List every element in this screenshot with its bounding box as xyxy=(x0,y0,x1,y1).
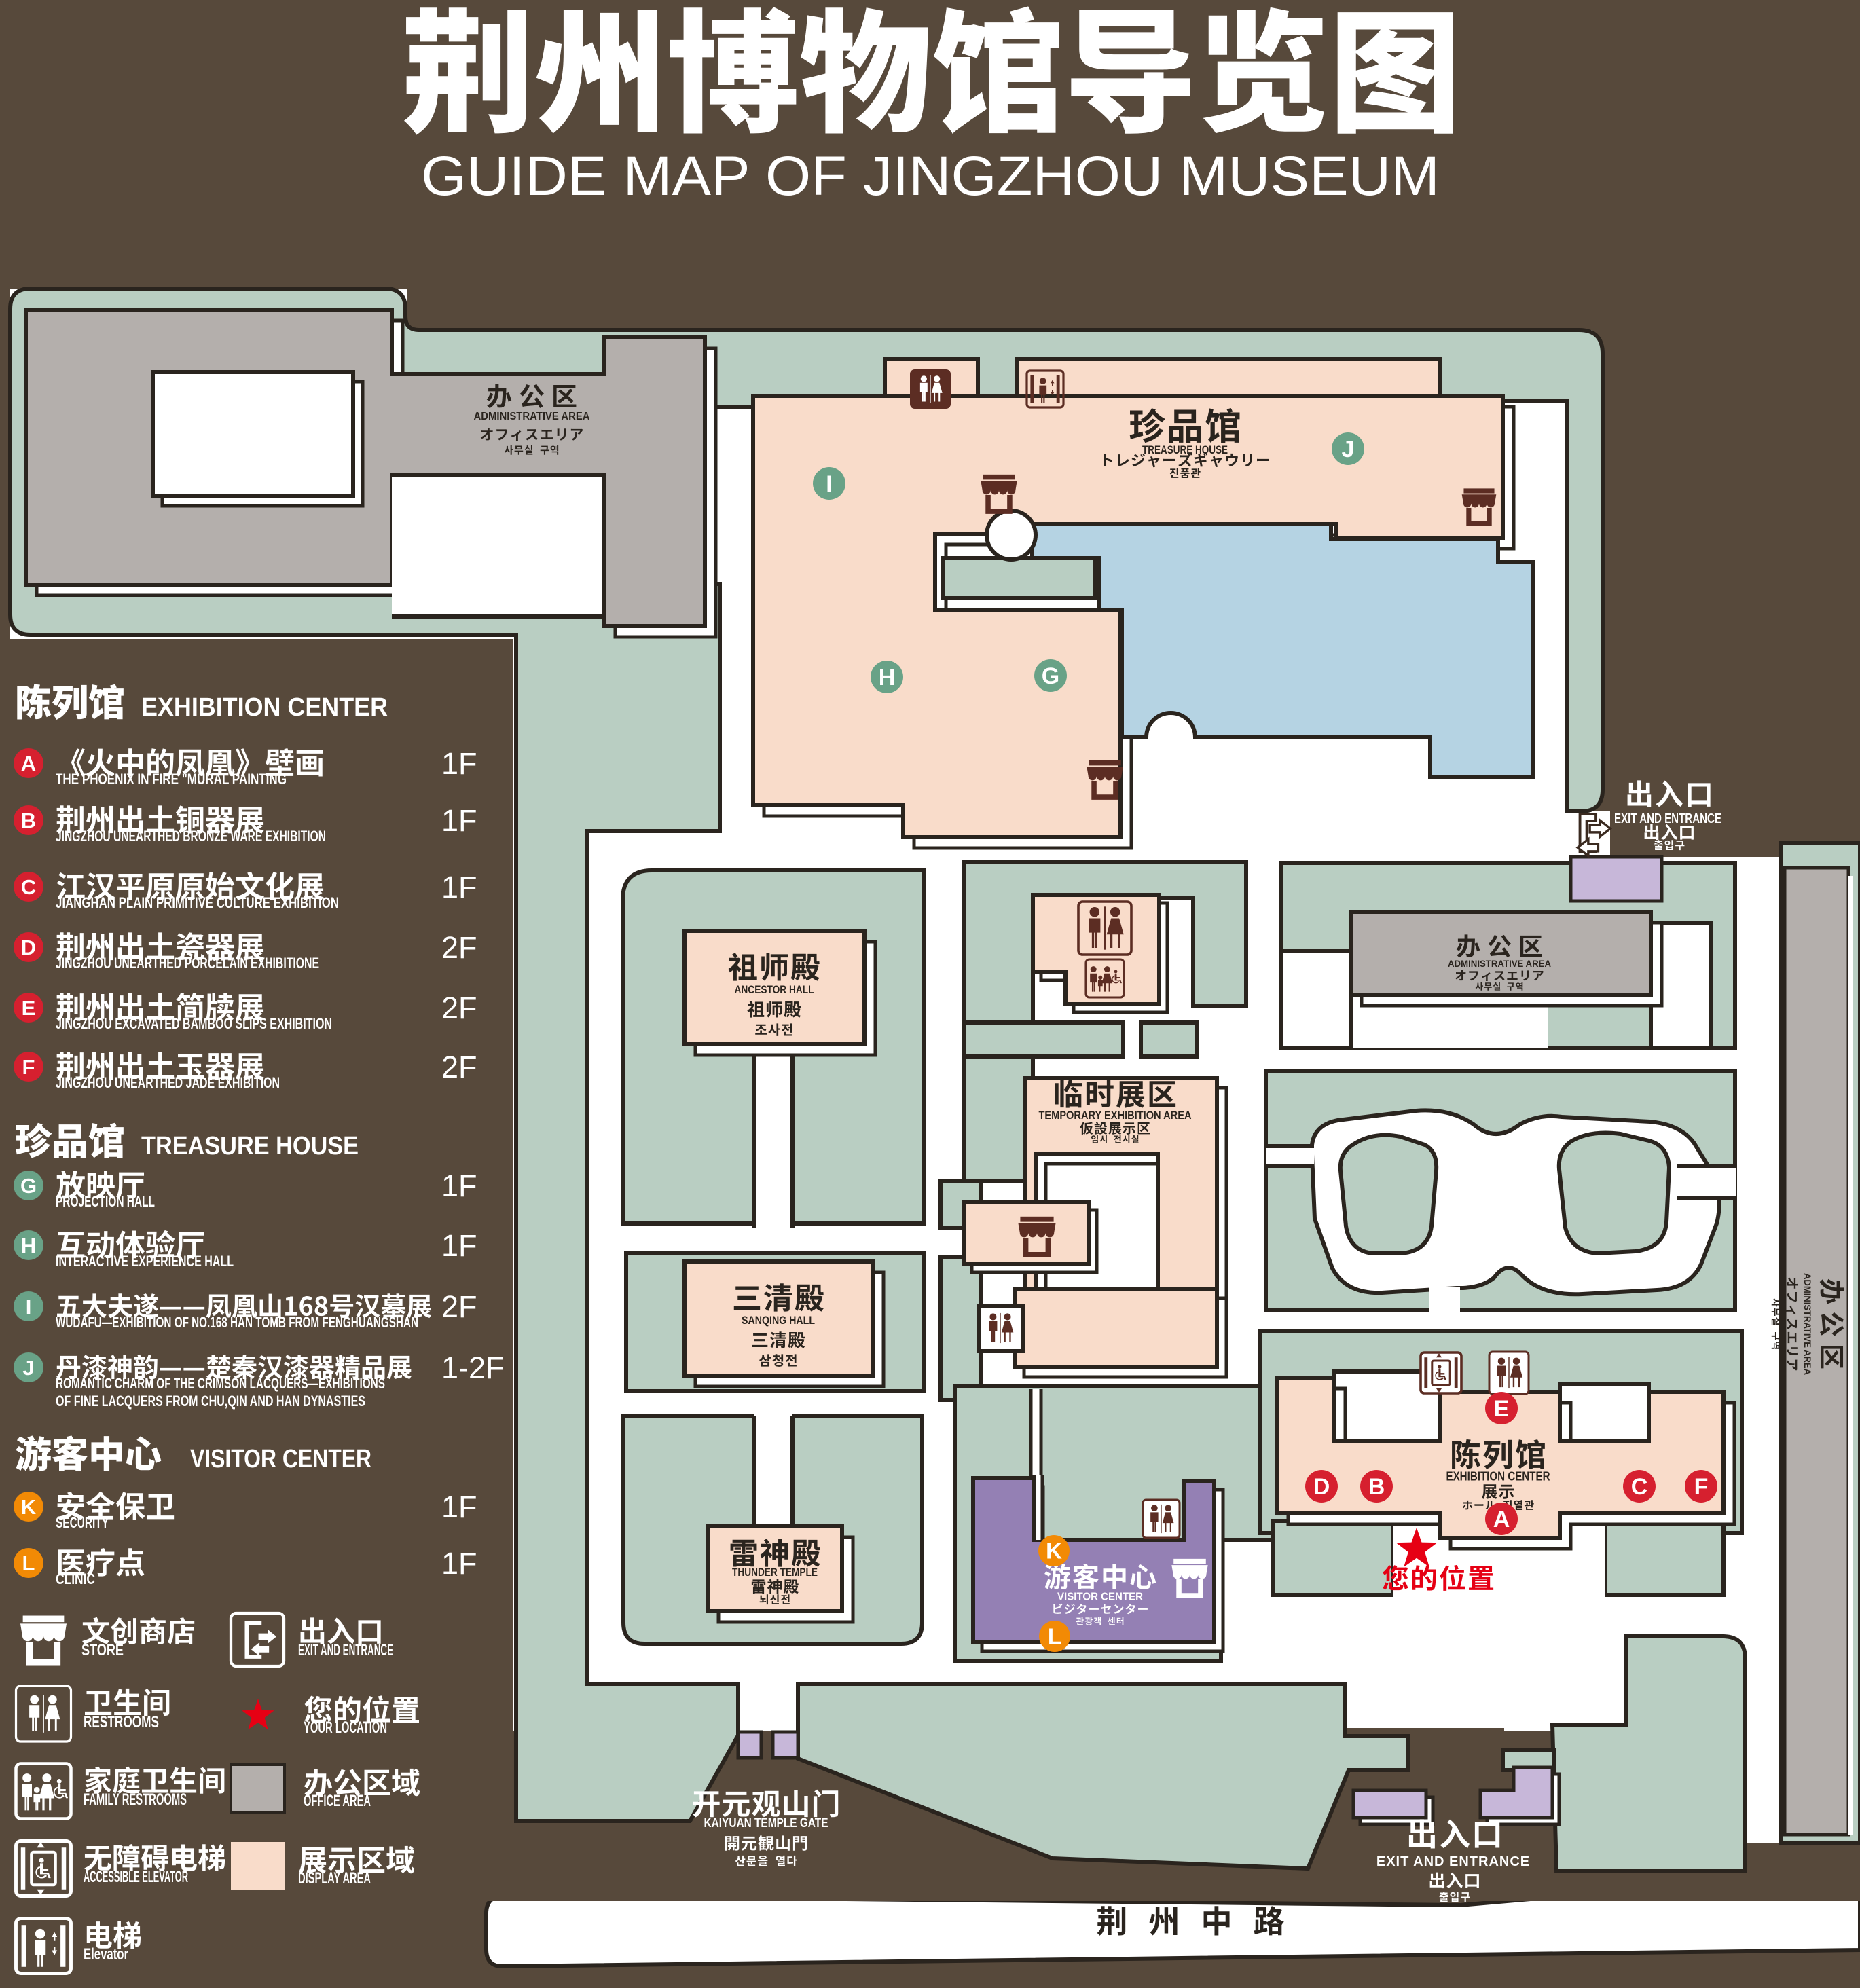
svg-text:VISITOR CENTER: VISITOR CENTER xyxy=(190,1445,371,1473)
svg-text:J: J xyxy=(22,1356,34,1380)
svg-text:H: H xyxy=(21,1234,36,1257)
svg-text:G: G xyxy=(20,1174,37,1198)
svg-text:C: C xyxy=(21,875,36,899)
svg-text:L: L xyxy=(1048,1624,1061,1649)
svg-text:EXIT AND ENTRANCE: EXIT AND ENTRANCE xyxy=(298,1641,393,1659)
svg-text:D: D xyxy=(21,936,36,959)
svg-text:RESTROOMS: RESTROOMS xyxy=(84,1713,159,1731)
svg-text:SANQING HALL: SANQING HALL xyxy=(742,1314,815,1327)
svg-text:H: H xyxy=(879,665,896,691)
svg-text:ACCESSIBLE ELEVATOR: ACCESSIBLE ELEVATOR xyxy=(84,1868,188,1886)
svg-text:I: I xyxy=(26,1295,32,1319)
svg-text:D: D xyxy=(1313,1474,1330,1500)
svg-text:TREASURE HOUSE: TREASURE HOUSE xyxy=(1142,443,1228,456)
svg-text:Elevator: Elevator xyxy=(84,1945,128,1964)
svg-text:OF FINE LACQUERS FROM CHU,QIN: OF FINE LACQUERS FROM CHU,QIN AND HAN DY… xyxy=(56,1393,365,1410)
svg-text:1F: 1F xyxy=(441,1546,477,1581)
svg-text:KAIYUAN TEMPLE GATE: KAIYUAN TEMPLE GATE xyxy=(704,1816,828,1830)
svg-text:1F: 1F xyxy=(441,1228,477,1263)
svg-text:2F: 2F xyxy=(441,930,477,965)
svg-text:J: J xyxy=(1342,437,1355,462)
svg-text:F: F xyxy=(22,1055,35,1079)
svg-text:K: K xyxy=(1046,1539,1062,1564)
svg-text:TEMPORARY EXHIBITION AREA: TEMPORARY EXHIBITION AREA xyxy=(1039,1109,1192,1122)
svg-text:JINGZHOU UNEARTHED BRONZE WARE: JINGZHOU UNEARTHED BRONZE WARE EXHIBITIO… xyxy=(56,828,326,845)
svg-text:1F: 1F xyxy=(441,803,477,838)
svg-text:GUIDE MAP OF JINGZHOU MUSEUM: GUIDE MAP OF JINGZHOU MUSEUM xyxy=(421,145,1440,207)
svg-text:ADMINISTRATIVE AREA: ADMINISTRATIVE AREA xyxy=(474,411,590,422)
svg-text:JINGZHOU UNEARTHED PORCELAIN E: JINGZHOU UNEARTHED PORCELAIN EXHIBITIONE xyxy=(56,955,319,972)
svg-text:THE PHOENIX IN FIRE "MURAL PAI: THE PHOENIX IN FIRE "MURAL PAINTING xyxy=(56,771,287,788)
svg-text:ANCESTOR HALL: ANCESTOR HALL xyxy=(735,983,814,996)
svg-text:F: F xyxy=(1694,1474,1709,1500)
svg-text:I: I xyxy=(826,471,832,497)
svg-text:L: L xyxy=(22,1551,35,1575)
svg-text:STORE: STORE xyxy=(81,1641,124,1659)
svg-text:EXHIBITION CENTER: EXHIBITION CENTER xyxy=(1446,1469,1550,1483)
svg-text:VISITOR CENTER: VISITOR CENTER xyxy=(1057,1591,1143,1603)
svg-text:E: E xyxy=(1494,1396,1510,1422)
svg-text:EXHIBITION CENTER: EXHIBITION CENTER xyxy=(141,693,388,722)
svg-text:INTERACTIVE EXPERIENCE HALL: INTERACTIVE EXPERIENCE HALL xyxy=(56,1253,234,1270)
svg-text:2F: 2F xyxy=(441,1050,477,1084)
svg-text:OFFICE AREA: OFFICE AREA xyxy=(304,1792,371,1810)
svg-text:A: A xyxy=(21,752,36,775)
svg-text:1-2F: 1-2F xyxy=(441,1350,505,1385)
svg-text:JINGZHOU EXCAVATED BAMBOO SLIP: JINGZHOU EXCAVATED BAMBOO SLIPS EXHIBITI… xyxy=(56,1015,332,1032)
svg-text:ADMINISTRATIVE AREA: ADMINISTRATIVE AREA xyxy=(1802,1273,1813,1375)
svg-text:CLINIC: CLINIC xyxy=(56,1570,95,1587)
svg-text:1F: 1F xyxy=(441,1490,477,1524)
svg-text:DISPLAY AREA: DISPLAY AREA xyxy=(298,1869,371,1888)
svg-text:1F: 1F xyxy=(441,1168,477,1203)
svg-text:EXIT AND ENTRANCE: EXIT AND ENTRANCE xyxy=(1614,811,1721,826)
svg-text:B: B xyxy=(1368,1474,1385,1500)
svg-text:1F: 1F xyxy=(441,746,477,781)
svg-text:2F: 2F xyxy=(441,1289,477,1324)
svg-text:ROMANTIC CHARM OF THE CRIMSON: ROMANTIC CHARM OF THE CRIMSON LACQUERS—E… xyxy=(56,1375,385,1392)
svg-text:1F: 1F xyxy=(441,870,477,904)
svg-text:G: G xyxy=(1042,663,1059,689)
svg-text:PROJECTION HALL: PROJECTION HALL xyxy=(56,1193,155,1210)
svg-text:ADMINISTRATIVE AREA: ADMINISTRATIVE AREA xyxy=(1448,958,1551,969)
svg-text:A: A xyxy=(1493,1507,1510,1532)
svg-text:SECURITY: SECURITY xyxy=(56,1514,109,1531)
svg-text:EXIT AND ENTRANCE: EXIT AND ENTRANCE xyxy=(1376,1854,1530,1869)
svg-text:B: B xyxy=(21,809,36,832)
svg-text:THUNDER TEMPLE: THUNDER TEMPLE xyxy=(732,1566,818,1579)
svg-text:E: E xyxy=(22,996,36,1020)
svg-text:C: C xyxy=(1631,1474,1648,1500)
svg-text:TREASURE HOUSE: TREASURE HOUSE xyxy=(141,1132,359,1160)
svg-text:YOUR LOCATION: YOUR LOCATION xyxy=(304,1718,387,1737)
svg-text:2F: 2F xyxy=(441,991,477,1025)
svg-text:JINGZHOU UNEARTHED JADE EXHIBI: JINGZHOU UNEARTHED JADE EXHIBITION xyxy=(56,1074,280,1091)
svg-text:K: K xyxy=(21,1495,37,1519)
svg-text:FAMILY RESTROOMS: FAMILY RESTROOMS xyxy=(84,1790,187,1809)
svg-text:WUDAFU—EXHIBITION OF NO.168 HA: WUDAFU—EXHIBITION OF NO.168 HAN TOMB FRO… xyxy=(56,1314,418,1331)
svg-text:JIANGHAN PLAIN PRIMITIVE CULTU: JIANGHAN PLAIN PRIMITIVE CULTURE EXHIBIT… xyxy=(56,894,339,911)
